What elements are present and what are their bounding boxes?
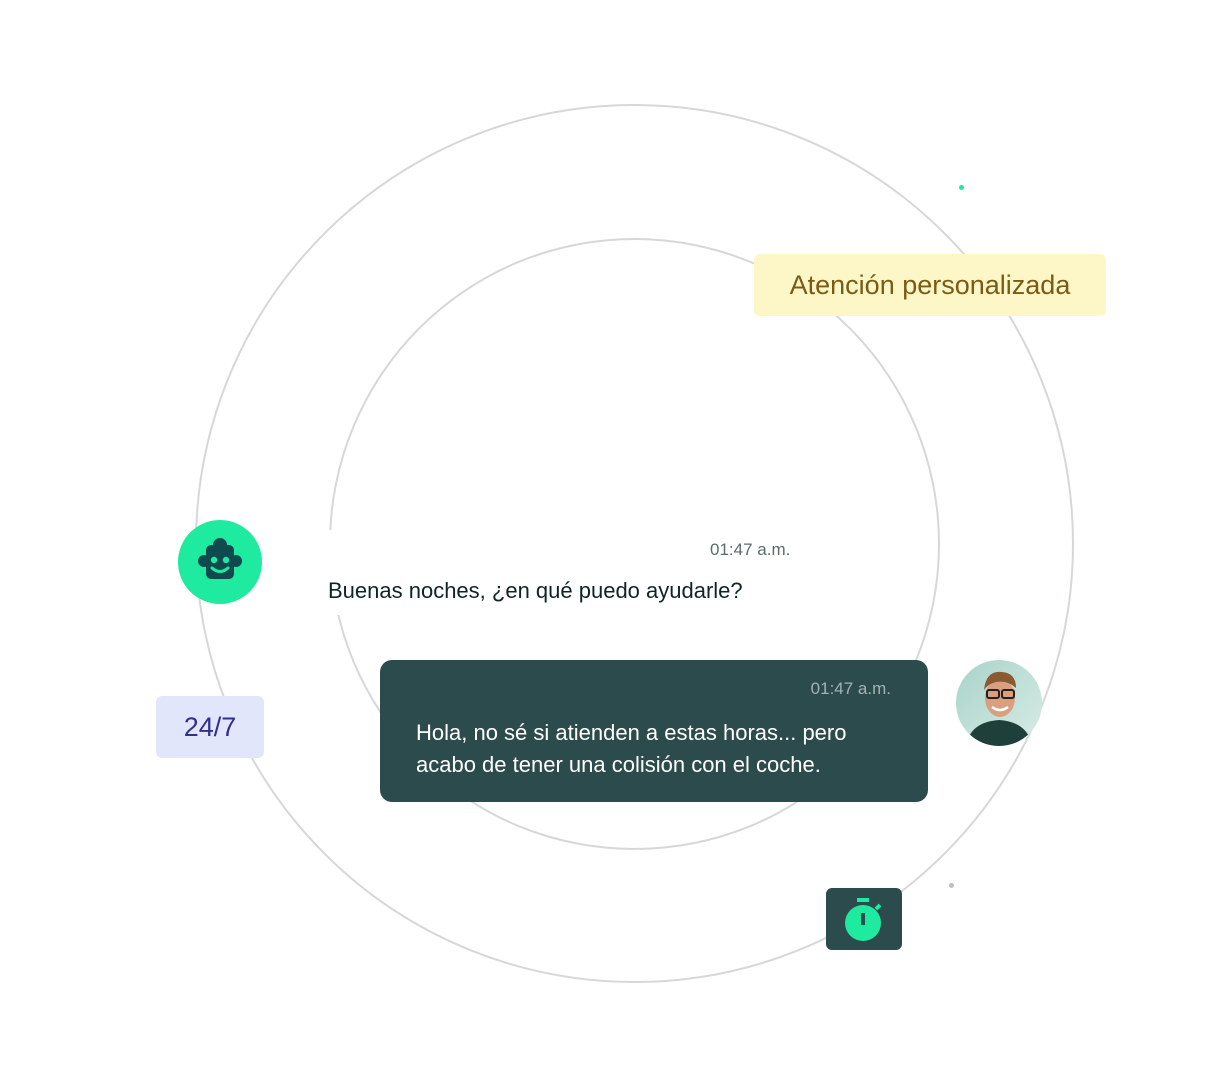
tag-label: Atención personalizada (789, 269, 1071, 300)
availability-tag: 24/7 (156, 696, 264, 758)
message-time: 01:47 a.m. (710, 540, 791, 559)
message-line: acabo de tener una colisión con el coche… (416, 752, 821, 777)
user-photo (966, 671, 1032, 746)
decor-dot (949, 883, 954, 888)
tag-label: 24/7 (183, 711, 237, 742)
user-avatar (956, 660, 1042, 746)
timer-badge (826, 888, 902, 950)
user-message: 01:47 a.m. Hola, no sé si atienden a est… (380, 660, 928, 802)
message-text: Buenas noches, ¿en qué puedo ayudarle? (328, 578, 743, 603)
message-line: Hola, no sé si atienden a estas horas...… (416, 720, 847, 745)
message-time: 01:47 a.m. (810, 679, 891, 698)
decor-dot (959, 185, 964, 190)
bot-avatar (178, 520, 262, 604)
stopwatch-icon (845, 898, 882, 941)
robot-icon (198, 538, 242, 579)
bot-message: 01:47 a.m. Buenas noches, ¿en qué puedo … (316, 530, 816, 615)
personalized-attention-tag: Atención personalizada (754, 254, 1106, 316)
